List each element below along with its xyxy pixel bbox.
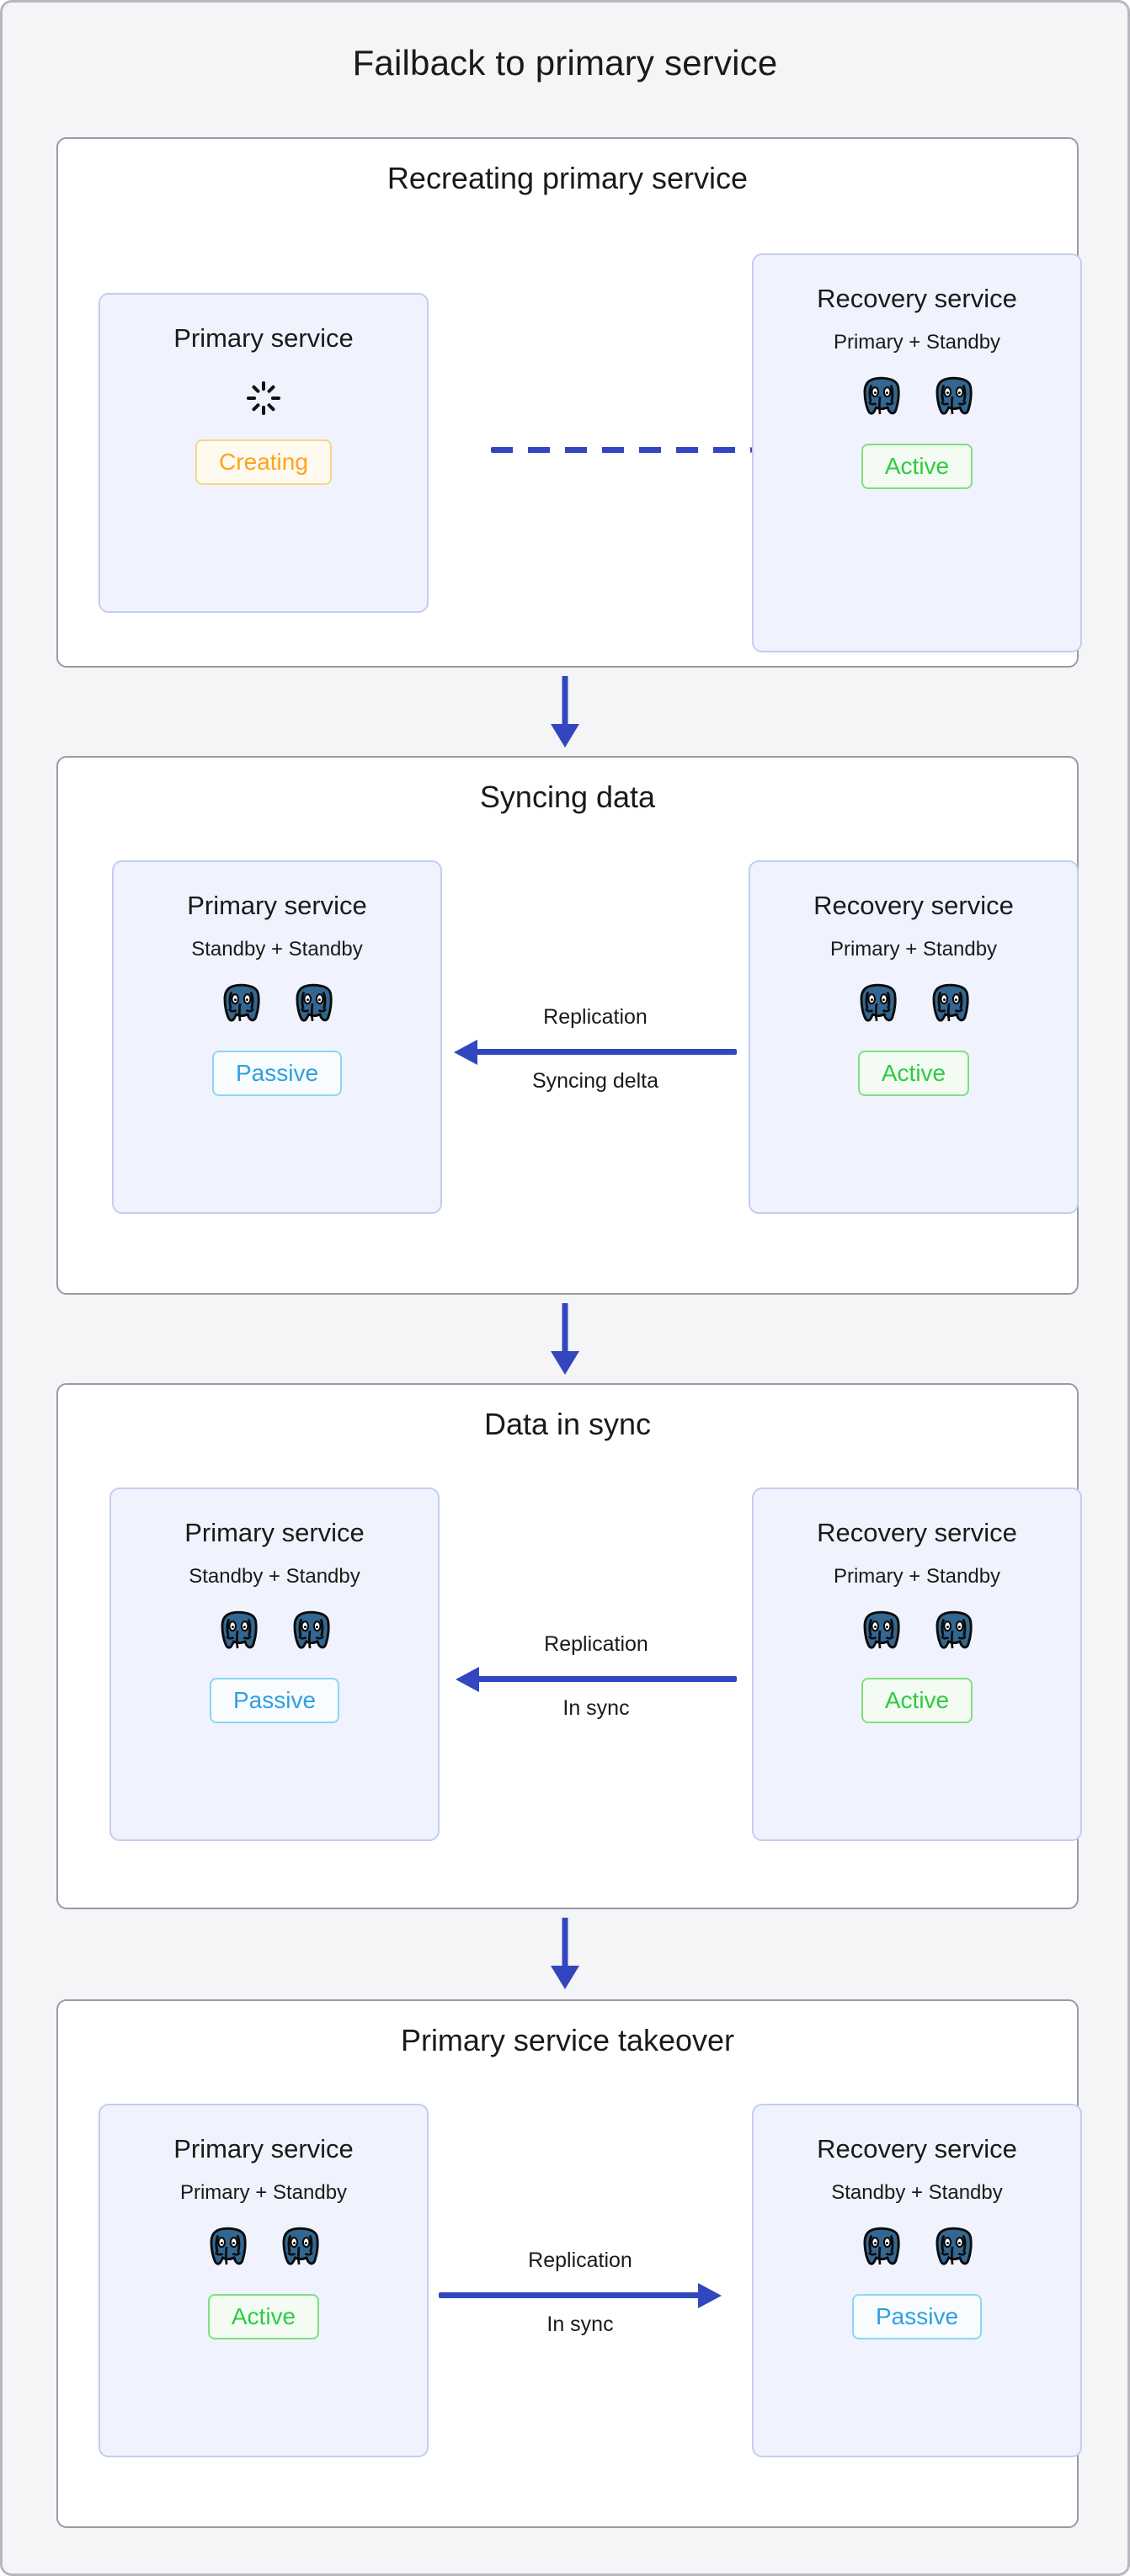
connector-label-bottom: In sync [546, 2313, 614, 2336]
stage-title: Syncing data [479, 780, 656, 814]
service-card-role: Primary + Standby [833, 1565, 1001, 1588]
service-card-title: Primary service [187, 891, 367, 920]
service-card-primary[interactable]: Primary service Standby + Standby [112, 860, 442, 1214]
status-badge: Active [861, 1678, 973, 1723]
status-badge: Active [207, 2294, 320, 2339]
node-group [856, 1607, 978, 1656]
connector-label-bottom: Syncing delta [531, 1069, 659, 1093]
postgresql-elephant-icon [856, 2223, 905, 2272]
postgresql-elephant-icon [853, 980, 902, 1029]
flow-arrow-down-1 [551, 676, 579, 748]
postgresql-elephant-icon [289, 980, 338, 1029]
node-group [853, 980, 974, 1029]
stage-title: Recreating primary service [386, 161, 749, 195]
spinner-icon [244, 379, 283, 418]
stage-title: Primary service takeover [400, 2023, 735, 2057]
stage-panel-recreating-primary-service: Recreating primary service Primary servi… [56, 137, 1082, 668]
node-group [856, 2223, 978, 2272]
service-card-role: Primary + Standby [179, 2181, 348, 2204]
service-card-title: Recovery service [813, 891, 1014, 920]
service-card-title: Primary service [173, 323, 354, 353]
connector-label-top: Replication [543, 1005, 648, 1029]
status-badge: Passive [211, 1051, 343, 1096]
status-badge: Passive [209, 1678, 340, 1723]
postgresql-elephant-icon [275, 2223, 324, 2272]
page-title: Failback to primary service [352, 43, 778, 82]
service-card-title: Primary service [184, 1518, 365, 1547]
service-card-role: Standby + Standby [191, 938, 363, 961]
service-card-role: Primary + Standby [829, 938, 998, 961]
postgresql-elephant-icon [214, 1607, 263, 1656]
service-card-primary[interactable]: Primary service Creating [99, 293, 429, 613]
postgresql-elephant-icon [856, 373, 905, 422]
node-group [216, 980, 338, 1029]
connector-label-top: Replication [528, 2249, 632, 2272]
stage-panel-data-in-sync: Data in sync Primary service Standby + S… [56, 1383, 1082, 1909]
status-badge: Active [861, 444, 973, 489]
connector-label-bottom: In sync [562, 1696, 630, 1720]
service-card-title: Recovery service [817, 2134, 1017, 2164]
service-card-role: Standby + Standby [831, 2181, 1003, 2204]
status-badge: Creating [195, 439, 332, 485]
status-badge: Active [857, 1051, 970, 1096]
service-card-primary[interactable]: Primary service Standby + Standby [109, 1488, 440, 1841]
status-badge: Passive [851, 2294, 983, 2339]
service-card-title: Recovery service [817, 1518, 1017, 1547]
stage-panel-syncing-data: Syncing data Primary service Standby + S… [56, 756, 1079, 1295]
connector-label-top: Replication [544, 1632, 648, 1656]
flow-arrow-down-2 [551, 1303, 579, 1375]
postgresql-elephant-icon [929, 2223, 978, 2272]
service-card-recovery[interactable]: Recovery service Primary + Standby [752, 253, 1082, 652]
postgresql-elephant-icon [856, 1607, 905, 1656]
stage-title: Data in sync [483, 1407, 652, 1441]
service-card-title: Primary service [173, 2134, 354, 2164]
service-card-recovery[interactable]: Recovery service Primary + Standby [752, 1488, 1082, 1841]
node-group [203, 2223, 324, 2272]
service-card-role: Primary + Standby [833, 331, 1001, 354]
service-card-primary[interactable]: Primary service Primary + Standby [99, 2104, 429, 2457]
service-card-role: Standby + Standby [189, 1565, 360, 1588]
postgresql-elephant-icon [929, 1607, 978, 1656]
service-card-title: Recovery service [817, 284, 1017, 313]
stage-panel-primary-service-takeover: Primary service takeover Primary service… [56, 1999, 1082, 2528]
postgresql-elephant-icon [925, 980, 974, 1029]
postgresql-elephant-icon [216, 980, 265, 1029]
postgresql-elephant-icon [203, 2223, 252, 2272]
flow-arrow-down-3 [551, 1918, 579, 1989]
connector-dashed-replication [491, 447, 752, 453]
service-card-recovery[interactable]: Recovery service Primary + Standby [749, 860, 1079, 1214]
node-group [856, 373, 978, 422]
node-group [214, 1607, 335, 1656]
postgresql-elephant-icon [929, 373, 978, 422]
service-card-recovery[interactable]: Recovery service Standby + Standby [752, 2104, 1082, 2457]
postgresql-elephant-icon [286, 1607, 335, 1656]
